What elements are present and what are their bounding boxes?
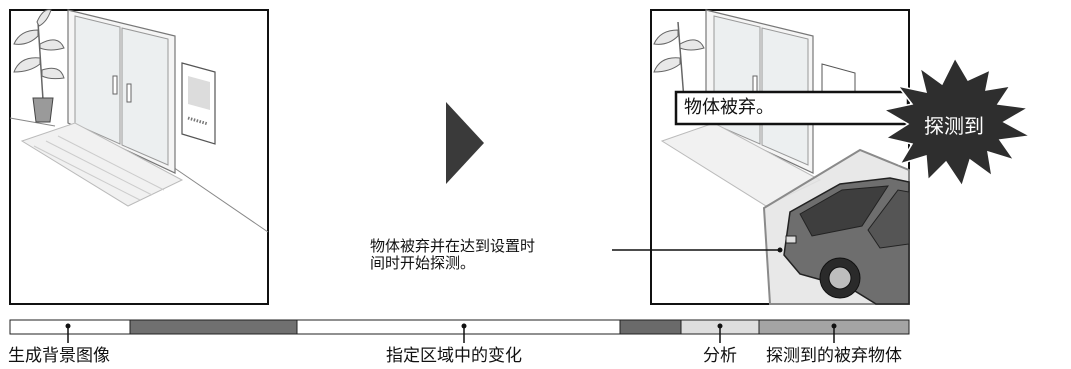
segment-gray-2 [619,319,682,335]
left-scene-panel [9,9,269,305]
wall-poster [181,62,216,145]
detected-burst [881,56,1033,188]
detected-burst-text: 探测到 [924,114,984,138]
right-scene-panel [612,9,1033,305]
abandoned-car [783,177,910,305]
timeline-label-change: 指定区域中的变化 [386,346,522,366]
door [67,9,176,174]
timeline-bar [9,319,910,343]
segment-gray-1 [129,319,298,335]
callout-text-line1: 物体被弃并在达到设置时 [370,237,536,255]
transition-arrow [446,102,484,184]
timeline-label-background: 生成背景图像 [8,346,110,366]
potted-plant-right [653,21,705,101]
callout-text-line2: 间时开始探测。 [370,254,476,272]
potted-plant [13,9,65,123]
doormat [20,122,184,207]
alert-banner-text: 物体被弃。 [684,97,774,118]
segment-change [296,319,621,335]
timeline-label-analysis: 分析 [703,346,737,366]
timeline-label-detected: 探测到的被弃物体 [766,346,902,366]
